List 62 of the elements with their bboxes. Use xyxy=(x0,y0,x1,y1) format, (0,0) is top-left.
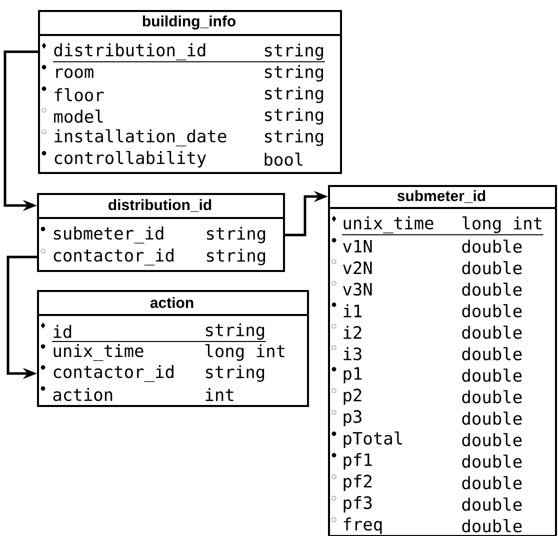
field-type: string xyxy=(264,129,324,146)
field-name: contactor_id xyxy=(54,365,174,382)
field-type: double xyxy=(462,347,522,360)
field-type: double xyxy=(462,498,522,511)
field-name: v3N xyxy=(343,282,372,296)
field-name: pTotal xyxy=(344,431,402,448)
field-type: double xyxy=(462,476,522,490)
field-name: p2 xyxy=(344,388,362,405)
field-type: string xyxy=(206,323,264,340)
field-type: string xyxy=(206,248,266,266)
field-name: controllability xyxy=(54,150,206,168)
field-type: double xyxy=(462,412,522,425)
table-title: action xyxy=(150,296,194,308)
field-type: double xyxy=(462,261,522,274)
field-type: double xyxy=(462,519,522,532)
table-title: submeter_id xyxy=(397,190,486,203)
field-name: id xyxy=(54,324,72,338)
field-type: double xyxy=(462,304,522,318)
field-name: v2N xyxy=(343,261,372,274)
field-name: unix_time xyxy=(54,344,144,361)
field-name: pf3 xyxy=(344,496,372,512)
field-type: double xyxy=(462,240,522,253)
field-type: double xyxy=(462,433,522,446)
field-type: string xyxy=(264,43,324,60)
field-name: p1 xyxy=(344,367,362,384)
table xyxy=(37,290,309,407)
field-name: i3 xyxy=(344,347,362,360)
field-name: action xyxy=(53,388,112,402)
field-type: string xyxy=(206,365,264,382)
field-name: v1N xyxy=(343,240,372,252)
field-name: installation_date xyxy=(54,129,226,146)
field-name: unix_time xyxy=(344,216,434,234)
table xyxy=(37,193,285,272)
table xyxy=(38,10,342,174)
field-name: freq xyxy=(344,517,382,534)
field-type: string xyxy=(264,64,324,82)
field-type: long int xyxy=(206,344,284,361)
field-name: room xyxy=(56,68,94,78)
field-type: double xyxy=(462,282,522,296)
field-name: distribution_id xyxy=(54,43,206,60)
field-type: double xyxy=(462,326,522,339)
field-type: string xyxy=(264,86,324,104)
field-name: contactor_id xyxy=(54,248,174,266)
field-type: long int xyxy=(462,216,542,234)
field-type: int xyxy=(206,388,234,401)
field-name: i2 xyxy=(344,326,362,339)
field-type: string xyxy=(264,108,324,125)
field-name: i1 xyxy=(344,304,362,318)
field-type: string xyxy=(206,226,266,244)
field-name: p3 xyxy=(344,410,362,426)
field-name: submeter_id xyxy=(54,226,164,244)
field-type: double xyxy=(462,390,522,404)
field-type: double xyxy=(462,368,522,382)
table-title: building_info xyxy=(142,15,236,30)
table xyxy=(328,185,557,536)
field-name: model xyxy=(54,110,103,123)
field-name: pf2 xyxy=(344,474,372,491)
field-name: floor xyxy=(54,88,104,102)
field-type: bool xyxy=(264,152,302,166)
table-title: distribution_id xyxy=(108,199,212,212)
field-name: pf1 xyxy=(344,453,372,470)
field-type: double xyxy=(462,454,522,468)
